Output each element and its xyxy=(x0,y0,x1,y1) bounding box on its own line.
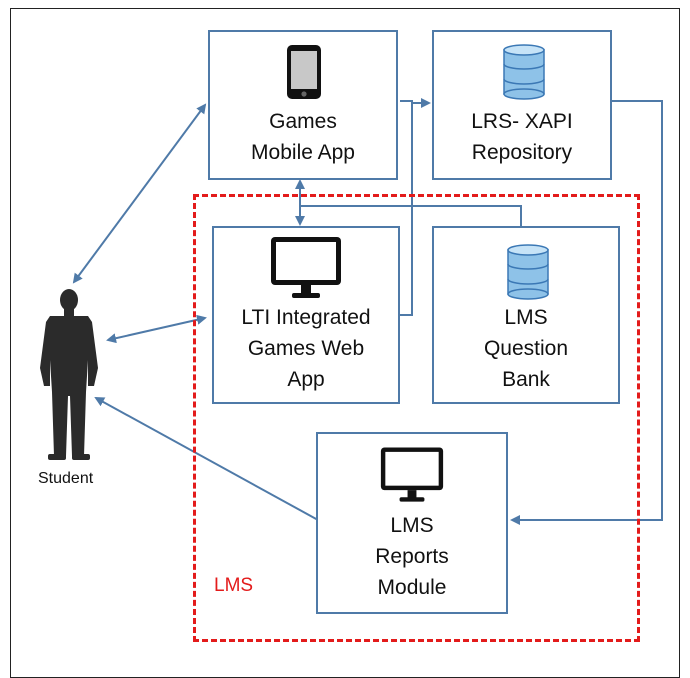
lms-region-label: LMS xyxy=(214,575,254,596)
node-lms-reports-module: LMS Reports Module xyxy=(316,432,508,614)
student-silhouette-icon xyxy=(40,289,98,460)
node-games-mobile-app-label: Games Mobile App xyxy=(251,110,355,164)
student-label: Student xyxy=(38,470,94,487)
connector-lti-lrs xyxy=(400,103,413,316)
node-lms-reports-module-label: LMS Reports Module xyxy=(375,514,449,599)
database-icon xyxy=(503,44,545,100)
arrow-student-mobile xyxy=(72,103,207,284)
connector-questionbank-lti xyxy=(300,205,522,226)
node-lti-integrated-games-web-app: LTI Integrated Games Web App xyxy=(212,226,400,404)
monitor-icon xyxy=(271,237,341,298)
tablet-icon xyxy=(287,45,321,99)
database-icon xyxy=(507,244,549,300)
node-lms-question-bank-label: LMS Question Bank xyxy=(483,306,569,391)
monitor-icon xyxy=(380,447,444,502)
arrow-reports-student xyxy=(94,397,319,521)
arrow-lrs-reports xyxy=(510,100,663,525)
node-games-mobile-app: Games Mobile App xyxy=(208,30,398,180)
node-lms-question-bank: LMS Question Bank xyxy=(432,226,620,404)
node-lrs-xapi-repository: LRS- XAPI Repository xyxy=(432,30,612,180)
arrow-student-lti xyxy=(106,314,207,344)
node-lti-integrated-games-web-app-label: LTI Integrated Games Web App xyxy=(241,306,371,391)
arrow-mobile-lrs xyxy=(400,98,431,108)
node-lrs-xapi-repository-label: LRS- XAPI Repository xyxy=(471,110,573,164)
lms-region xyxy=(193,194,640,642)
